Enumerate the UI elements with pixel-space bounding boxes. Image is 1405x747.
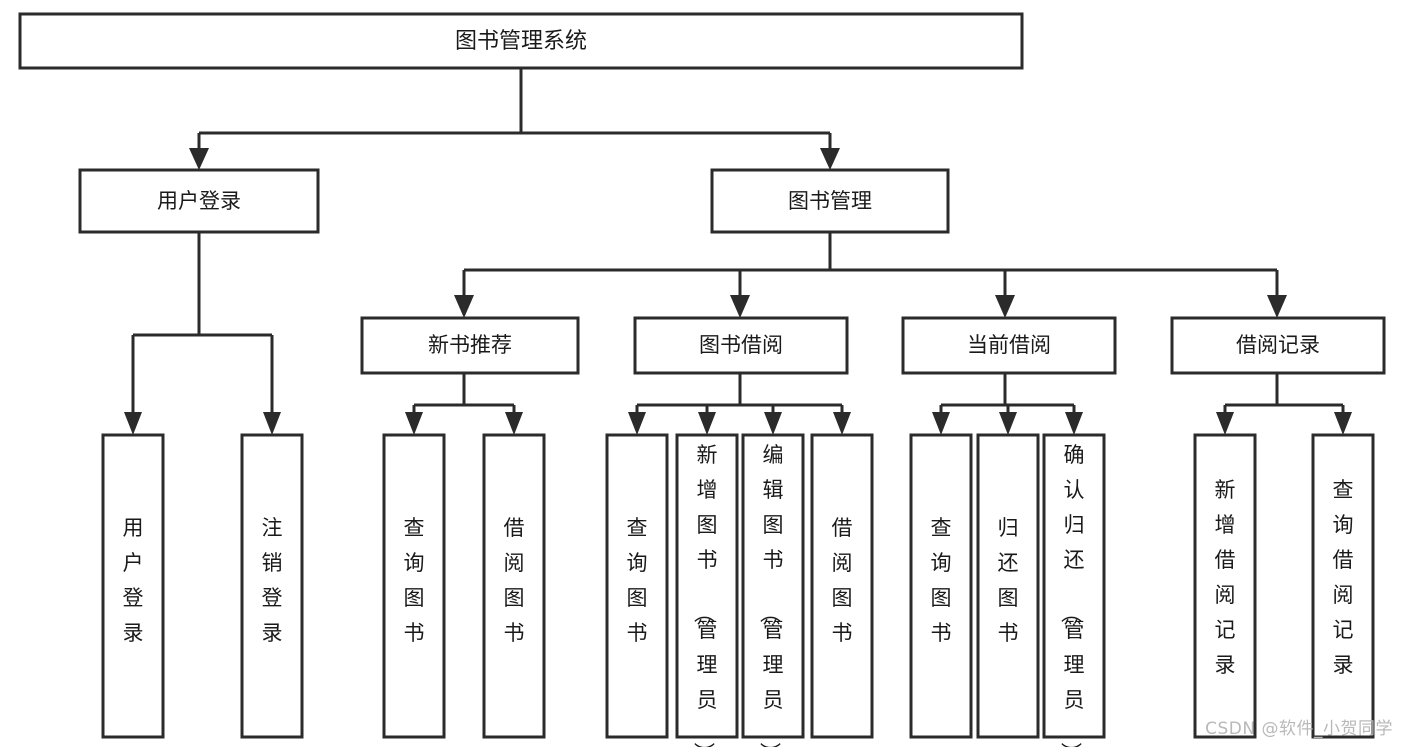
arrow-head-cb-leaf-2	[999, 412, 1017, 435]
arrow-head-cb-leaf-3	[1065, 412, 1083, 435]
leaf-bb-edit-book[interactable]: 编辑图书（管理员）	[741, 433, 805, 747]
arrow-head-user-login	[189, 148, 209, 170]
node-borrow-record[interactable]: 借阅记录	[1170, 316, 1386, 375]
leaf-cb-return-book-label: 归还图书	[998, 516, 1019, 645]
leaf-cb-confirm-return-label: 确认归还（管理员）	[1059, 443, 1085, 747]
leaf-bb-add-book-label: 新增图书（管理员）	[692, 443, 718, 747]
leaf-logout[interactable]: 注销登录	[240, 433, 304, 739]
leaf-br-query-record-label: 查询借阅记录	[1333, 478, 1354, 677]
leaf-cb-query-book[interactable]: 查询图书	[909, 433, 973, 739]
node-root-box[interactable]	[18, 12, 1024, 70]
leaf-bb-edit-book-box[interactable]	[741, 433, 805, 739]
leaf-cb-query-book-box[interactable]	[909, 433, 973, 739]
node-book-borrow-label: 图书借阅	[699, 333, 783, 357]
leaf-bb-borrow-book[interactable]: 借阅图书	[810, 433, 874, 739]
node-book-manage-box[interactable]	[710, 168, 950, 234]
node-book-borrow[interactable]: 图书借阅	[633, 316, 849, 375]
leaf-nb-query-book-label: 查询图书	[404, 516, 425, 645]
leaf-br-add-record-label: 新增借阅记录	[1215, 478, 1236, 677]
arrow-head-nb-leaf-1	[405, 412, 423, 435]
node-book-manage-label: 图书管理	[788, 189, 872, 213]
node-borrow-record-label: 借阅记录	[1236, 333, 1320, 357]
arrow-head-leaf-user-login	[124, 412, 142, 435]
leaf-br-query-record[interactable]: 查询借阅记录	[1311, 433, 1375, 739]
leaf-br-query-record-box[interactable]	[1311, 433, 1375, 739]
arrow-head-book-borrow	[730, 295, 750, 318]
arrow-head-current-borrow	[995, 295, 1015, 318]
leaf-bb-query-book[interactable]: 查询图书	[605, 433, 669, 739]
leaf-bb-add-book-box[interactable]	[675, 433, 739, 739]
arrow-head-br-leaf-2	[1334, 412, 1352, 435]
leaf-bb-edit-book-label: 编辑图书（管理员）	[758, 443, 784, 747]
arrow-head-bb-leaf-2	[698, 412, 716, 435]
leaf-nb-borrow-book-label: 借阅图书	[504, 516, 525, 645]
arrow-head-nb-leaf-2	[505, 412, 523, 435]
leaf-nb-borrow-book-box[interactable]	[482, 433, 546, 739]
leaf-cb-confirm-return[interactable]: 确认归还（管理员）	[1042, 433, 1106, 747]
node-user-login-label: 用户登录	[157, 189, 241, 213]
node-current-borrow-box[interactable]	[901, 316, 1117, 375]
leaf-cb-return-book-box[interactable]	[976, 433, 1040, 739]
node-user-login-box[interactable]	[78, 168, 320, 234]
leaf-nb-borrow-book[interactable]: 借阅图书	[482, 433, 546, 739]
leaf-nb-query-book-box[interactable]	[382, 433, 446, 739]
node-current-borrow-label: 当前借阅	[967, 333, 1051, 357]
leaf-nb-query-book[interactable]: 查询图书	[382, 433, 446, 739]
node-borrow-record-box[interactable]	[1170, 316, 1386, 375]
node-root-label: 图书管理系统	[455, 29, 587, 54]
leaf-user-login-label: 用户登录	[123, 516, 144, 645]
leaf-logout-box[interactable]	[240, 433, 304, 739]
arrow-head-bb-leaf-1	[628, 412, 646, 435]
leaf-bb-borrow-book-label: 借阅图书	[832, 516, 853, 645]
leaf-bb-borrow-book-box[interactable]	[810, 433, 874, 739]
node-root[interactable]: 图书管理系统	[18, 12, 1024, 70]
leaf-cb-query-book-label: 查询图书	[931, 516, 952, 645]
arrow-head-br-leaf-1	[1216, 412, 1234, 435]
arrow-head-new-book	[454, 295, 474, 318]
leaf-bb-add-book[interactable]: 新增图书（管理员）	[675, 433, 739, 747]
arrow-head-bb-leaf-3	[764, 412, 782, 435]
node-book-manage[interactable]: 图书管理	[710, 168, 950, 234]
arrow-head-bb-leaf-4	[833, 412, 851, 435]
leaf-logout-label: 注销登录	[262, 516, 283, 645]
csdn-watermark: CSDN @软件_小贺同学	[1205, 719, 1393, 739]
arrow-head-book-manage	[820, 148, 840, 170]
leaf-cb-return-book[interactable]: 归还图书	[976, 433, 1040, 739]
node-new-book-recommend-box[interactable]	[360, 316, 580, 375]
leaf-bb-query-book-box[interactable]	[605, 433, 669, 739]
leaf-cb-confirm-return-box[interactable]	[1042, 433, 1106, 739]
arrow-head-leaf-logout	[263, 412, 281, 435]
node-book-borrow-box[interactable]	[633, 316, 849, 375]
node-user-login[interactable]: 用户登录	[78, 168, 320, 234]
leaf-bb-query-book-label: 查询图书	[627, 516, 648, 645]
node-new-book-recommend[interactable]: 新书推荐	[360, 316, 580, 375]
arrow-head-borrow-record	[1267, 295, 1287, 318]
leaf-br-add-record-box[interactable]	[1193, 433, 1257, 739]
node-current-borrow[interactable]: 当前借阅	[901, 316, 1117, 375]
connector-layer	[124, 68, 1352, 435]
arrow-head-cb-leaf-1	[932, 412, 950, 435]
leaf-user-login-box[interactable]	[101, 433, 165, 739]
leaf-user-login[interactable]: 用户登录	[101, 433, 165, 739]
leaf-br-add-record[interactable]: 新增借阅记录	[1193, 433, 1257, 739]
node-new-book-recommend-label: 新书推荐	[428, 333, 512, 357]
